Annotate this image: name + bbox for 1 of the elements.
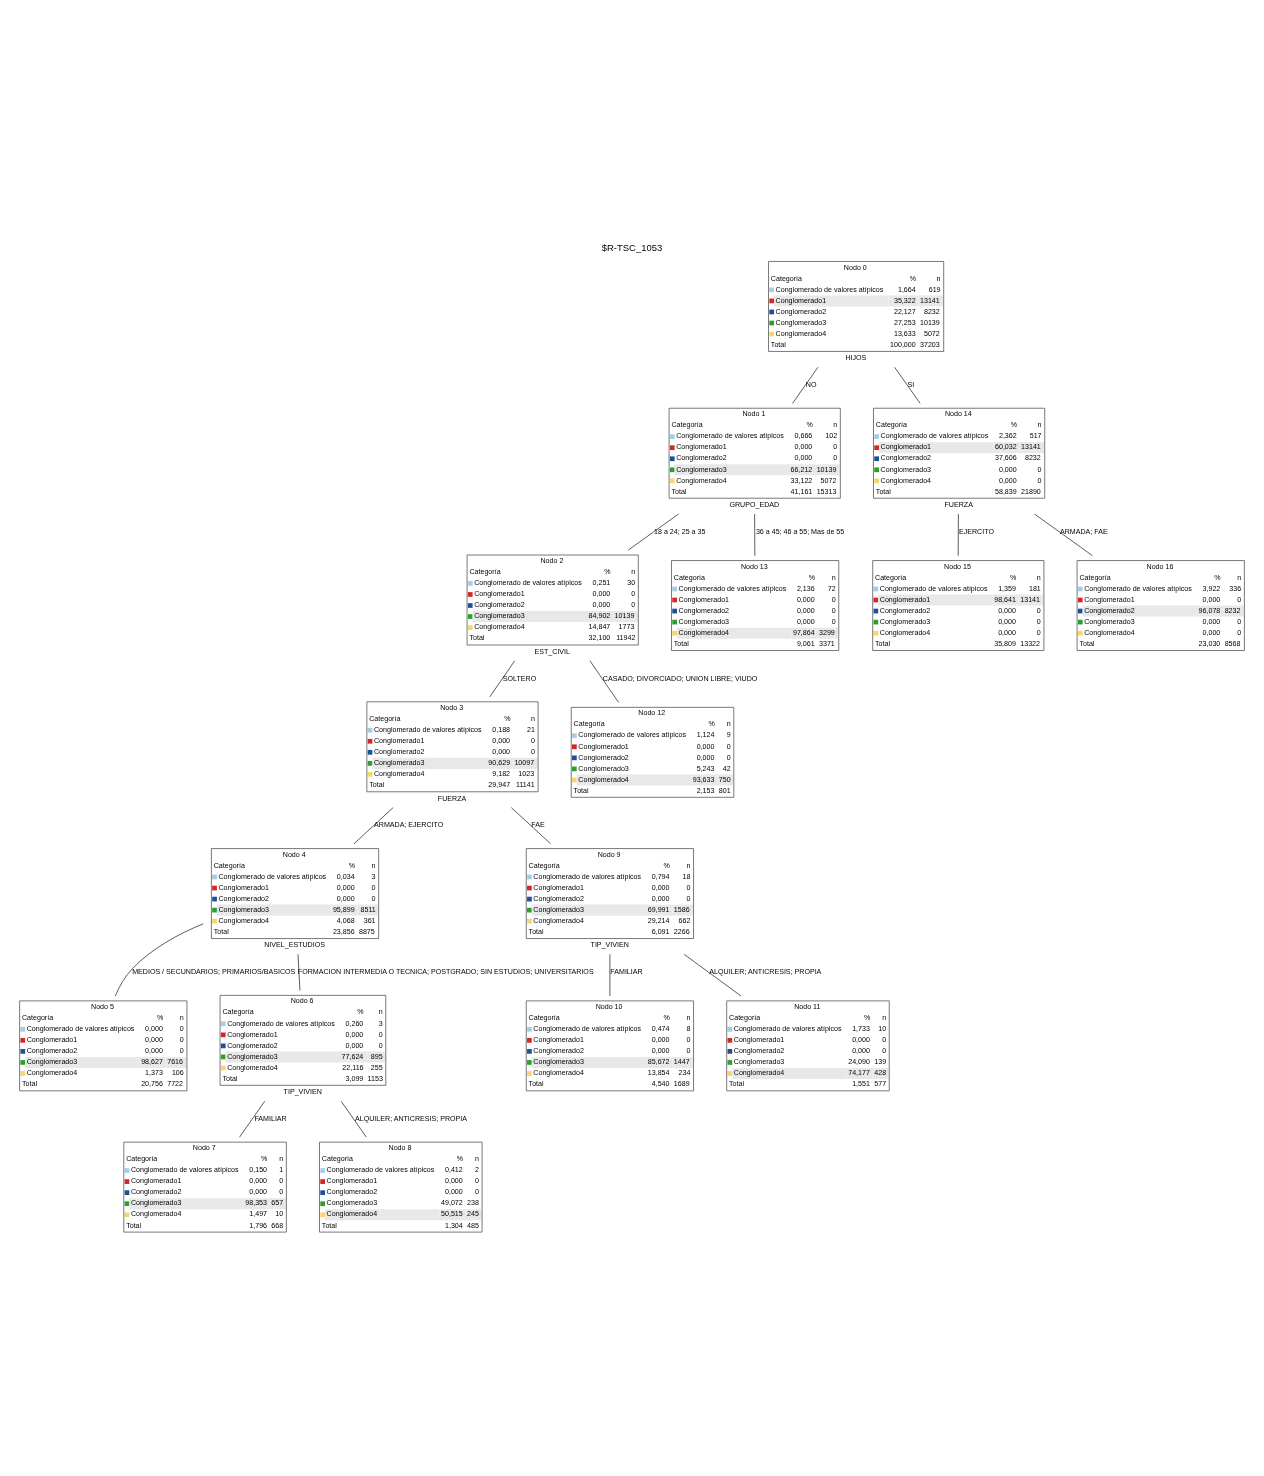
diagram-title: $R-TSC_1053	[601, 241, 663, 253]
